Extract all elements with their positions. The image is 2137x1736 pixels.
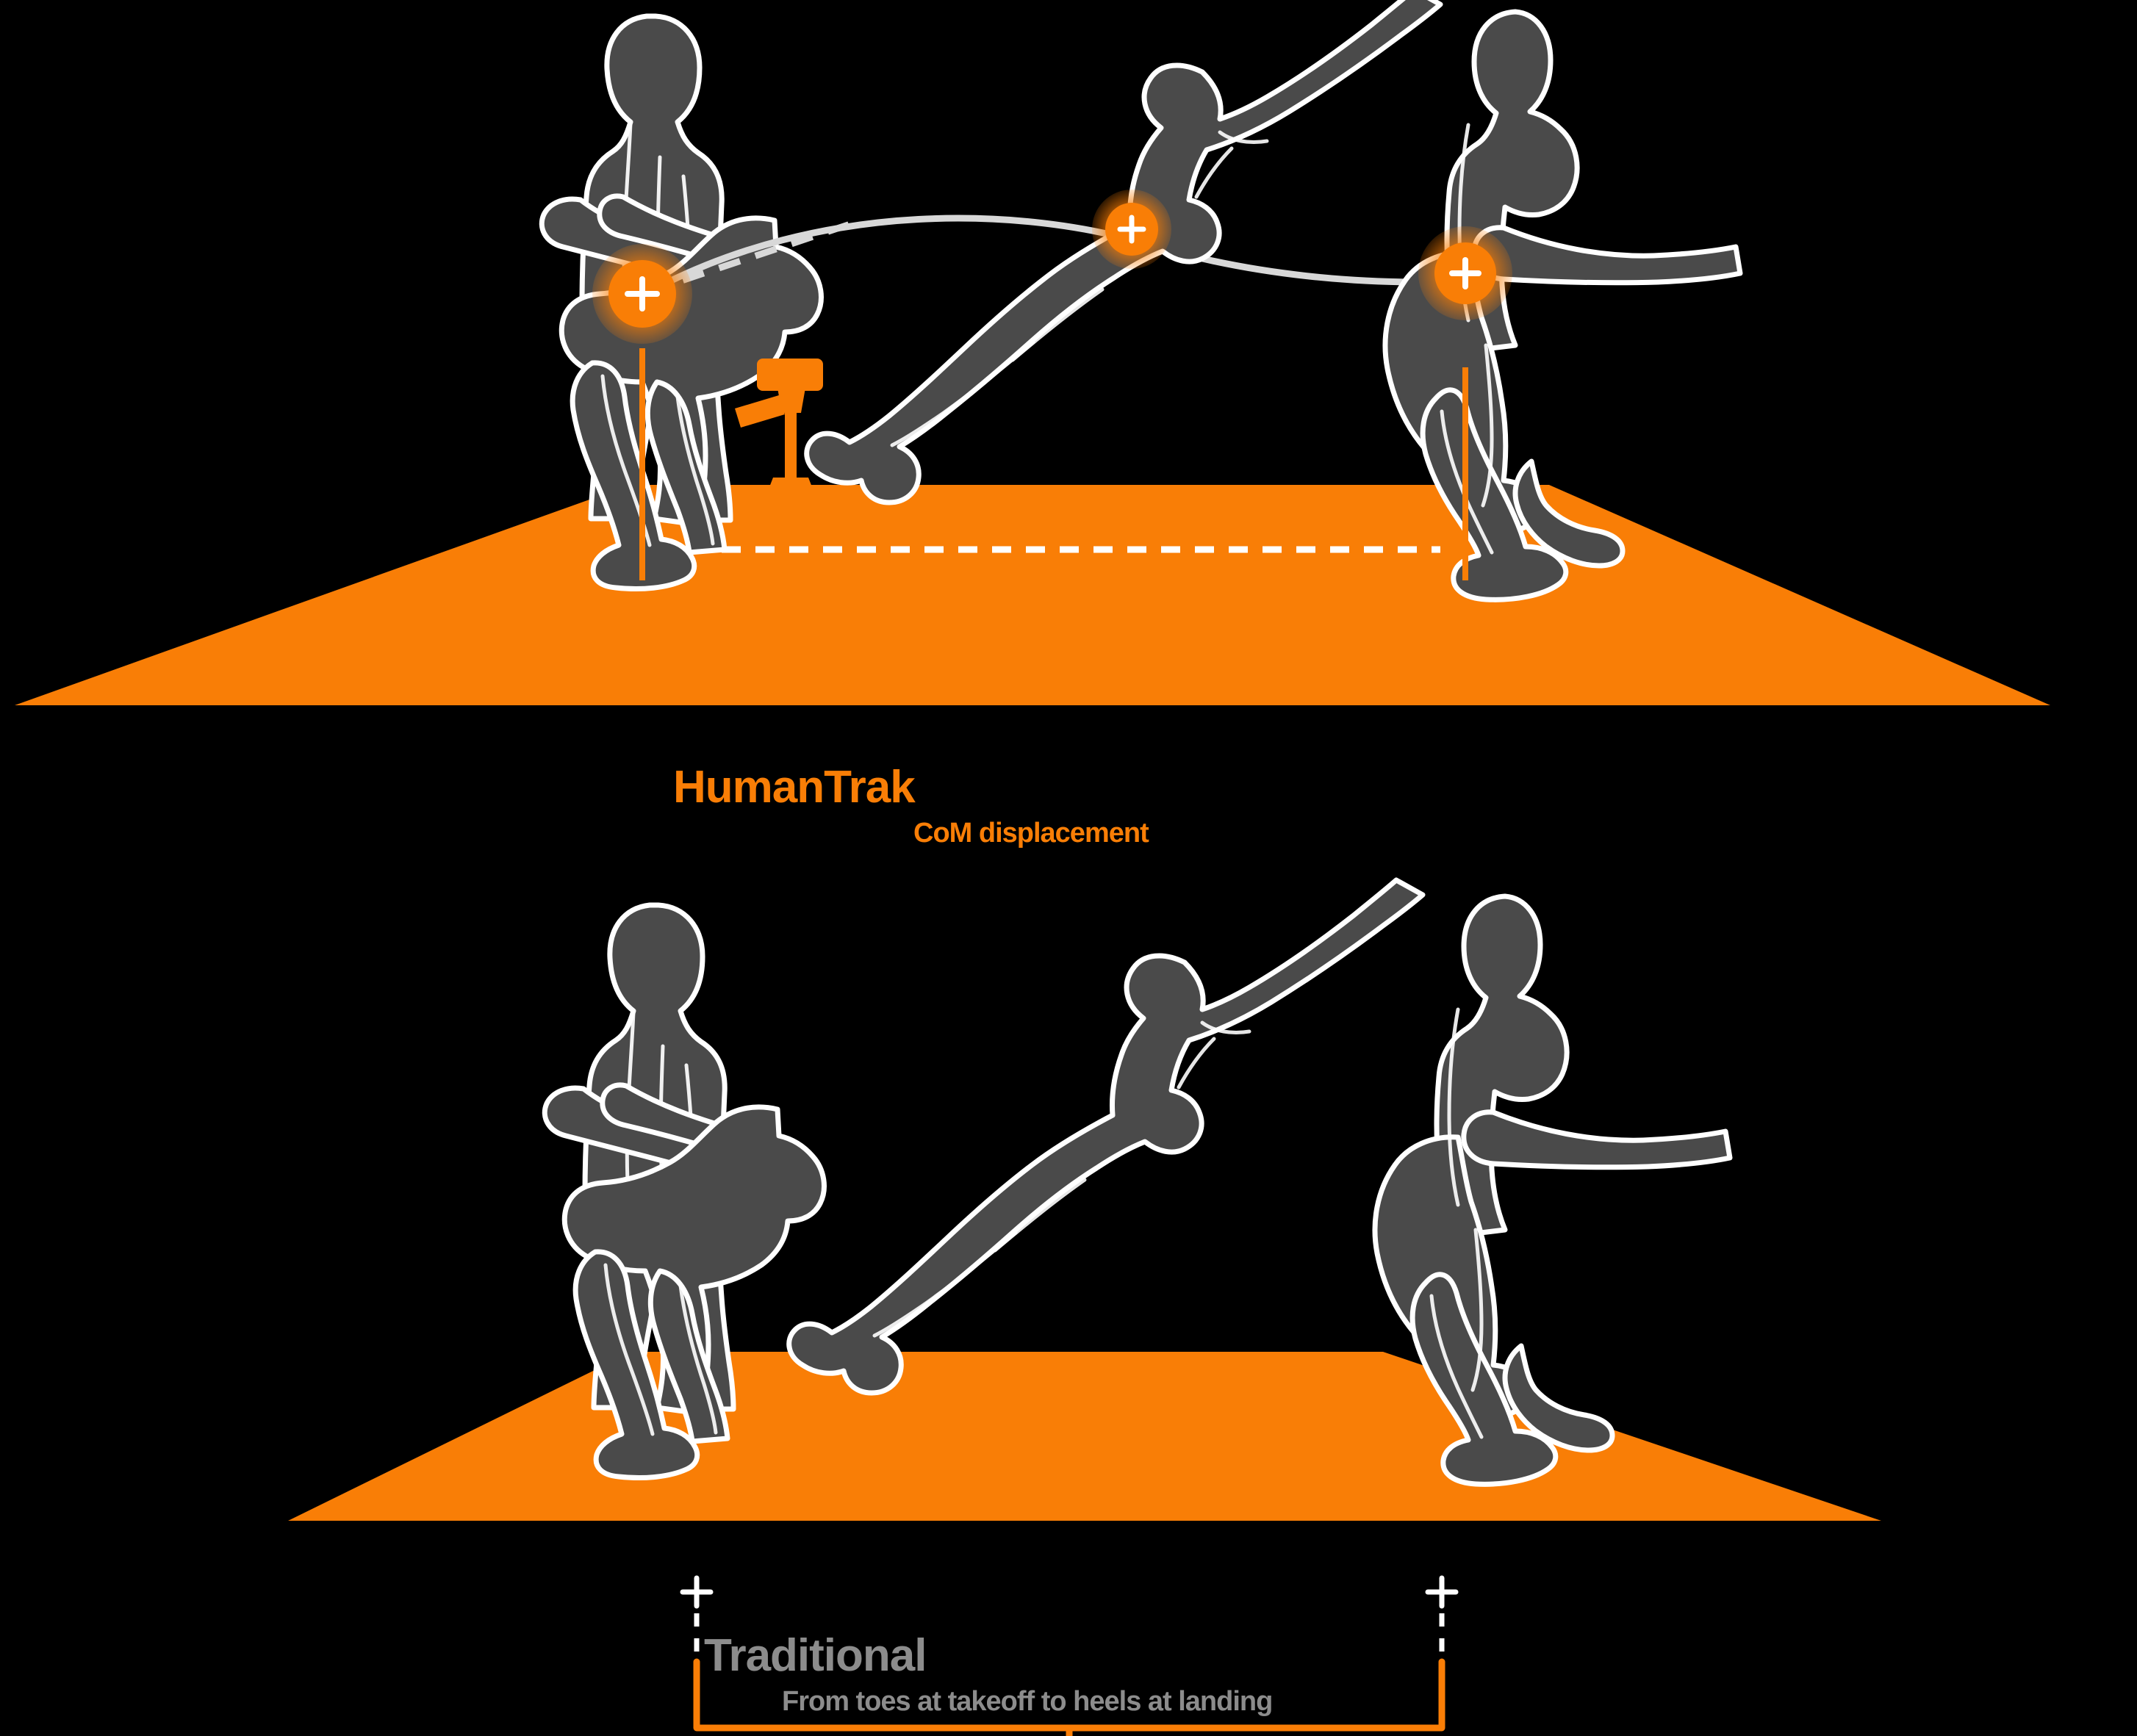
- humantrak-metric-label: CoM displacement: [913, 818, 1149, 849]
- crosshair-heel-landing: [1425, 1575, 1459, 1609]
- com-marker-takeoff: [592, 244, 692, 344]
- com-marker-flight: [1092, 190, 1171, 269]
- platform-bottom: [288, 1352, 1881, 1521]
- panel-humantrak: HumanTrak CoM displacement: [15, 0, 2050, 849]
- platform-top: [15, 485, 2050, 705]
- humantrak-sensor-icon: [735, 359, 823, 526]
- traditional-brand-label: Traditional: [704, 1630, 927, 1681]
- humantrak-brand-label: HumanTrak: [673, 762, 916, 813]
- figure-takeoff-load: [542, 1082, 827, 1480]
- figure-flight: [786, 877, 1426, 1396]
- panel-traditional: Traditional From toes at takeoff to heel…: [0, 874, 2137, 1736]
- traditional-metric-label: From toes at takeoff to heels at landing: [782, 1686, 1273, 1717]
- traditional-scene: [288, 877, 1881, 1736]
- figure-landing-absorb: [1372, 893, 1733, 1487]
- com-marker-landing: [1418, 226, 1512, 320]
- humantrak-scene: [15, 0, 2050, 705]
- toe-to-heel-bracket: [680, 1575, 1459, 1736]
- crosshair-toe-takeoff: [680, 1575, 714, 1609]
